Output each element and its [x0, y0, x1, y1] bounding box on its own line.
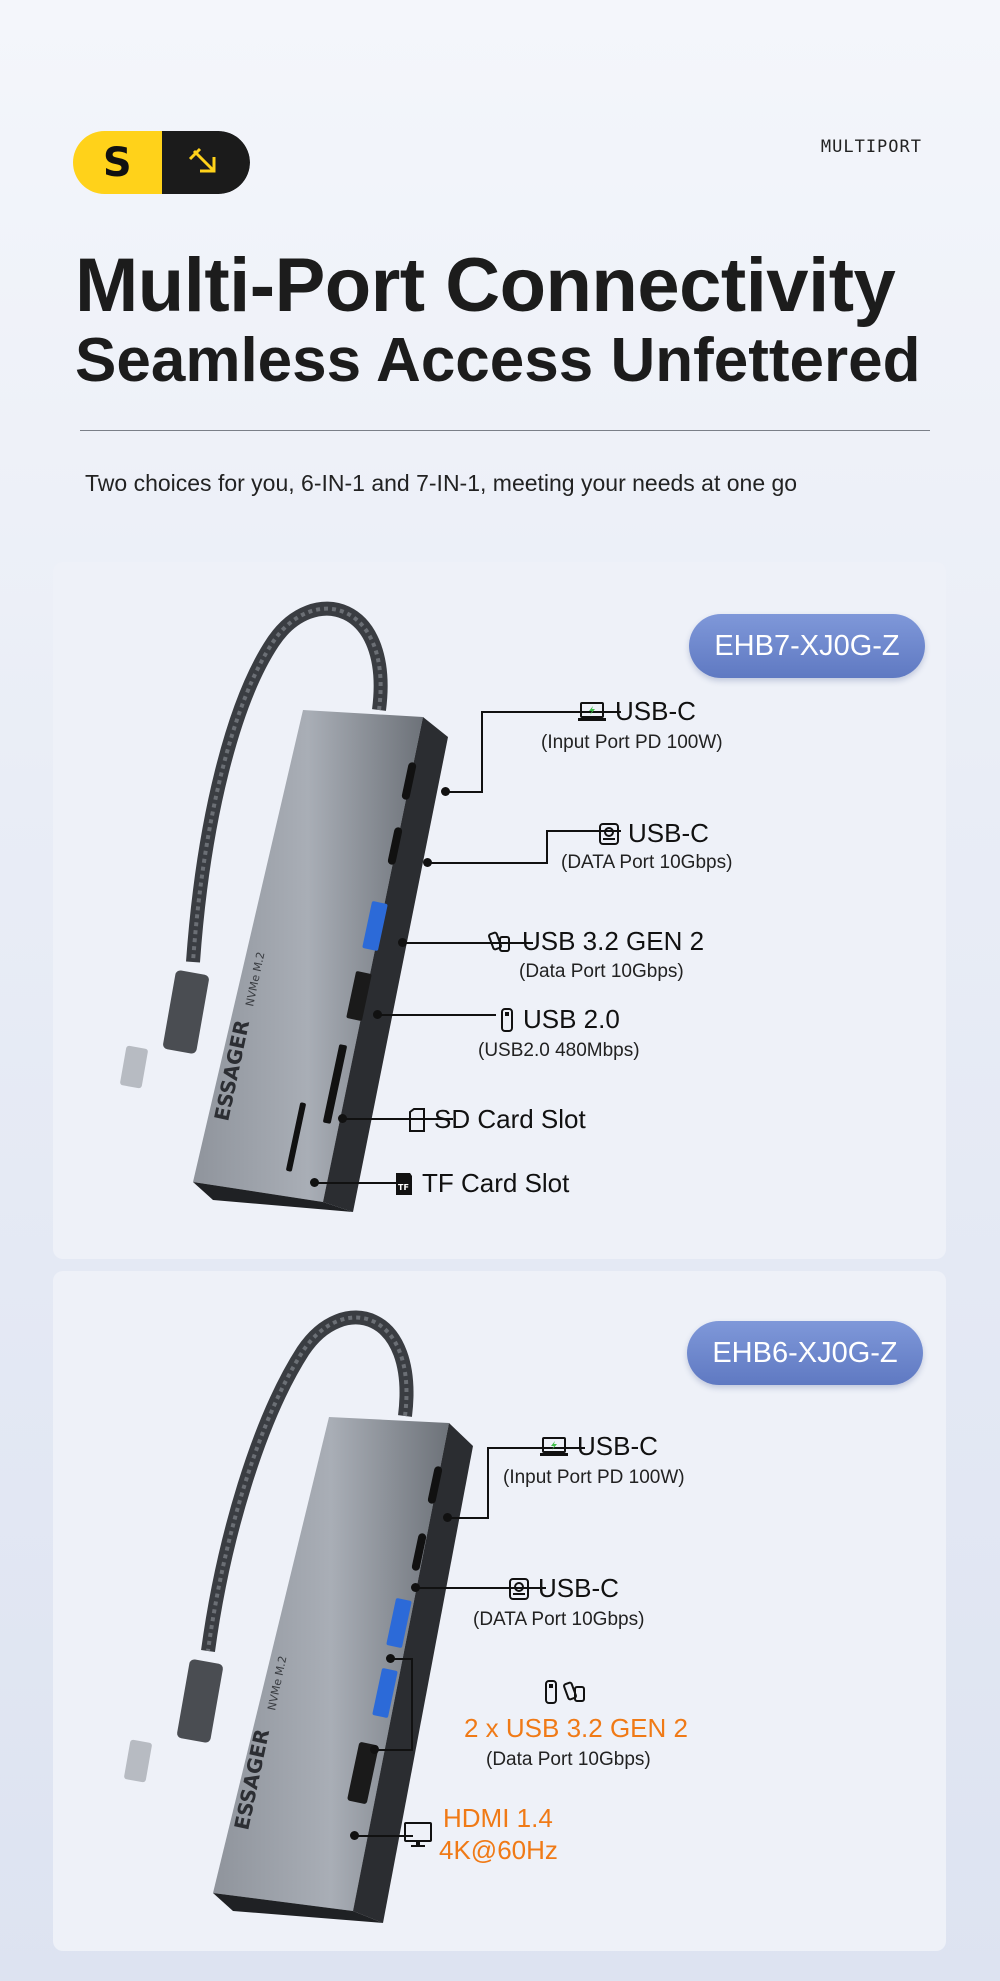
port-subtitle: (Data Port 10Gbps) [519, 961, 684, 982]
intro-text: Two choices for you, 6-IN-1 and 7-IN-1, … [85, 470, 798, 496]
page-subtitle-heading: Seamless Access Unfettered [75, 326, 921, 395]
port-title: USB-C [538, 1573, 619, 1603]
port-subtitle: (USB2.0 480Mbps) [478, 1040, 640, 1061]
usb-drive-icon [545, 1680, 557, 1704]
monitor-icon [404, 1822, 432, 1847]
hard-drive-icon [509, 1577, 529, 1600]
port-usb20: USB 2.0 [499, 1004, 620, 1035]
product-card-6in1: EHB6-XJ0G-Z ESSAGER NVMe M.2 USB-C (Inpu… [53, 1271, 946, 1951]
port-title: USB-C [577, 1431, 658, 1461]
tf-card-icon: TF [396, 1172, 412, 1195]
page-title: Multi-Port Connectivity [75, 243, 896, 328]
port-subtitle: (DATA Port 10Gbps) [561, 852, 733, 873]
usb-drives-icon [563, 1681, 586, 1702]
port-usb32-title: 2 x USB 3.2 GEN 2 [464, 1713, 688, 1743]
product-card-7in1: EHB7-XJ0G-Z ESSAGER NVMe M.2 USB-C (Inp [53, 562, 946, 1259]
arrow-icon [188, 147, 216, 172]
logo-letter: S [102, 139, 132, 186]
hub-device-image: ESSAGER NVMe M.2 [124, 1310, 473, 1923]
port-title: TF Card Slot [422, 1168, 570, 1198]
usb-drive-icon [501, 1007, 513, 1032]
port-subtitle: (Input Port PD 100W) [541, 732, 723, 753]
port-title: SD Card Slot [434, 1104, 586, 1134]
divider [80, 430, 930, 431]
port-title: USB-C [615, 696, 696, 726]
port-usb-c-pd: USB-C [539, 1431, 658, 1462]
port-usb-c-data: USB-C [598, 818, 709, 849]
port-sd-card: SD Card Slot [408, 1104, 586, 1135]
usb-drives-icon [488, 931, 510, 952]
port-subtitle: (Data Port 10Gbps) [486, 1749, 651, 1770]
brand-logo: S [73, 131, 250, 194]
port-title: USB 3.2 GEN 2 [522, 926, 705, 956]
port-usb-c-pd: USB-C [577, 696, 696, 727]
svg-text:TF: TF [398, 1183, 409, 1192]
port-hdmi-title: HDMI 1.4 [443, 1803, 553, 1833]
sd-card-icon [409, 1107, 425, 1132]
port-subtitle: (Input Port PD 100W) [503, 1467, 685, 1488]
port-usb32-icons [543, 1679, 589, 1710]
port-title: USB 2.0 [523, 1004, 620, 1034]
model-badge: EHB7-XJ0G-Z [689, 614, 925, 678]
port-hdmi-resolution: 4K@60Hz [439, 1835, 558, 1865]
brand-tag: MULTIPORT [820, 137, 922, 157]
hard-drive-icon [599, 822, 619, 845]
port-usb32: USB 3.2 GEN 2 [488, 926, 704, 957]
port-usb-c-data: USB-C [508, 1573, 619, 1604]
laptop-charging-icon [540, 1436, 568, 1456]
hub-device-image: ESSAGER NVMe M.2 [120, 601, 448, 1212]
port-subtitle: (DATA Port 10Gbps) [473, 1609, 645, 1630]
port-tf-card: TF TF Card Slot [394, 1168, 569, 1199]
model-badge: EHB6-XJ0G-Z [687, 1321, 923, 1385]
port-title: USB-C [628, 818, 709, 848]
laptop-charging-icon [578, 701, 606, 721]
